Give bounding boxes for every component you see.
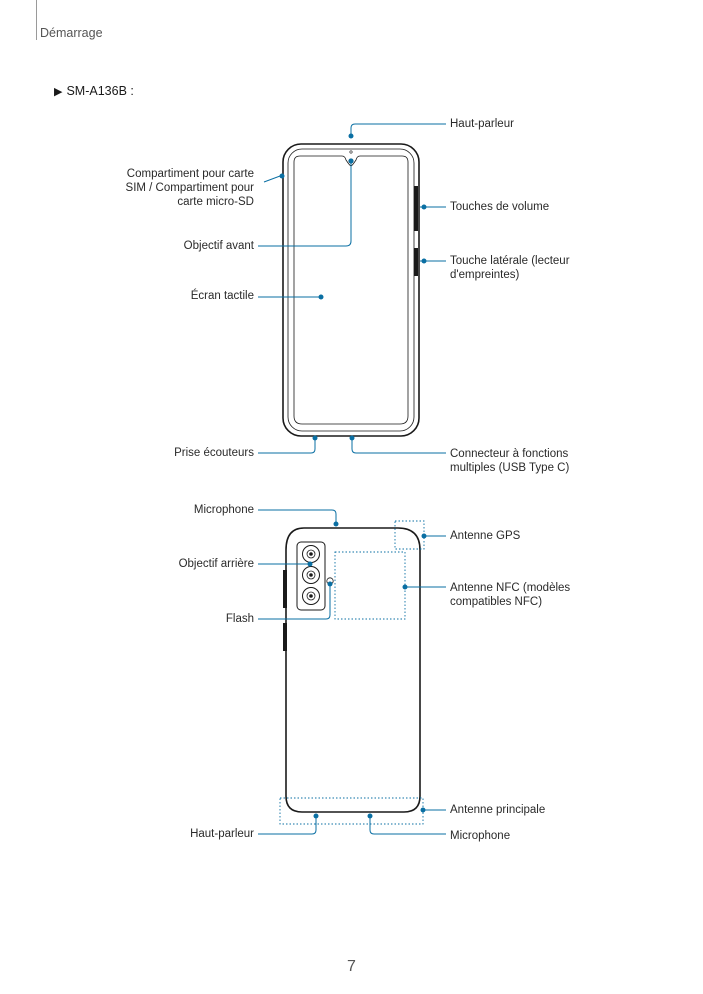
label-touchscreen: Écran tactile <box>190 290 254 302</box>
main-antenna-zone <box>279 797 424 825</box>
back-callout-dots <box>307 521 427 819</box>
section-name: Démarrage <box>40 26 103 40</box>
label-volume-keys: Touches de volume <box>450 201 550 213</box>
front-callout-dots <box>279 133 427 441</box>
front-screen-outline <box>293 155 409 425</box>
side-key <box>414 248 418 276</box>
camera-module <box>296 541 326 611</box>
front-bezel <box>287 148 415 432</box>
callout-speaker <box>350 123 446 136</box>
label-nfc-antenna: Antenne NFC (modèles compatibles NFC) <box>450 582 571 608</box>
label-microphone-bottom: Microphone <box>450 830 511 842</box>
back-callouts <box>258 509 446 835</box>
callout-mic-bottom <box>369 816 446 835</box>
label-main-antenna: Antenne principale <box>450 804 546 816</box>
back-body-outline <box>285 527 421 813</box>
volume-keys <box>414 186 418 231</box>
front-callouts <box>258 123 446 454</box>
triangle-bullet-icon: ▶ <box>54 86 63 98</box>
callout-front-camera <box>258 161 352 247</box>
label-usb-connector: Connecteur à fonctions multiples (USB Ty… <box>450 448 570 474</box>
back-volume-keys <box>283 570 287 608</box>
callout-earphone <box>258 438 316 454</box>
label-flash: Flash <box>225 613 254 625</box>
label-earphone-jack: Prise écouteurs <box>174 447 254 459</box>
callout-flash <box>258 584 331 620</box>
label-rear-camera: Objectif arrière <box>178 558 254 570</box>
back-side-key <box>283 623 287 651</box>
model-heading: ▶SM-A136B : <box>54 84 134 98</box>
label-card-tray: Compartiment pour carte SIM / Compartime… <box>125 168 254 208</box>
label-microphone-top: Microphone <box>193 504 254 516</box>
callout-usb <box>351 438 446 454</box>
callout-mic-top <box>258 509 337 523</box>
label-front-speaker: Haut-parleur <box>450 118 514 130</box>
label-back-speaker: Haut-parleur <box>190 828 254 840</box>
model-label: SM-A136B : <box>66 84 134 98</box>
front-speaker-slot <box>349 150 353 154</box>
label-front-camera: Objectif avant <box>183 240 254 252</box>
callout-speaker-bottom <box>258 816 317 835</box>
callout-card-tray <box>263 175 282 183</box>
nfc-antenna-zone <box>334 551 406 620</box>
header-rule <box>36 0 37 40</box>
page-number: 7 <box>347 958 356 975</box>
antenna-zones <box>279 520 425 825</box>
label-gps-antenna: Antenne GPS <box>450 530 521 542</box>
label-side-key: Touche latérale (lecteur d'empreintes) <box>450 255 570 281</box>
back-phone <box>283 527 421 813</box>
